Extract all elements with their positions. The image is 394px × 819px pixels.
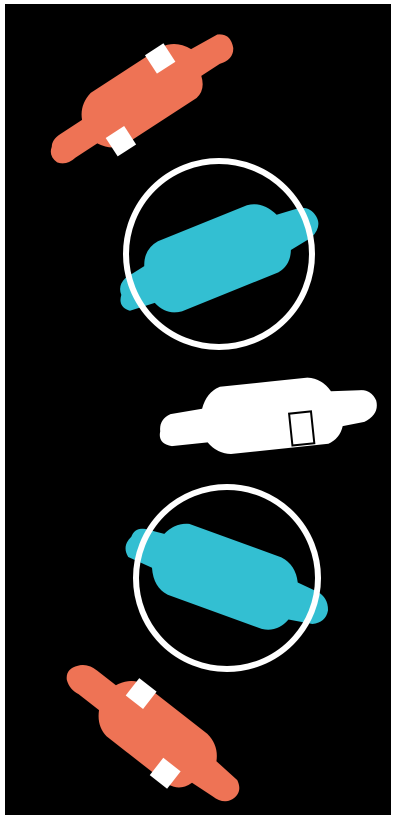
illustration — [5, 4, 391, 815]
coral-shape-top-body — [34, 13, 247, 181]
white-shape-middle — [155, 371, 380, 462]
black-panel — [5, 4, 391, 815]
white-shape-middle-notch — [289, 411, 314, 445]
white-shape-middle-body — [155, 371, 380, 462]
